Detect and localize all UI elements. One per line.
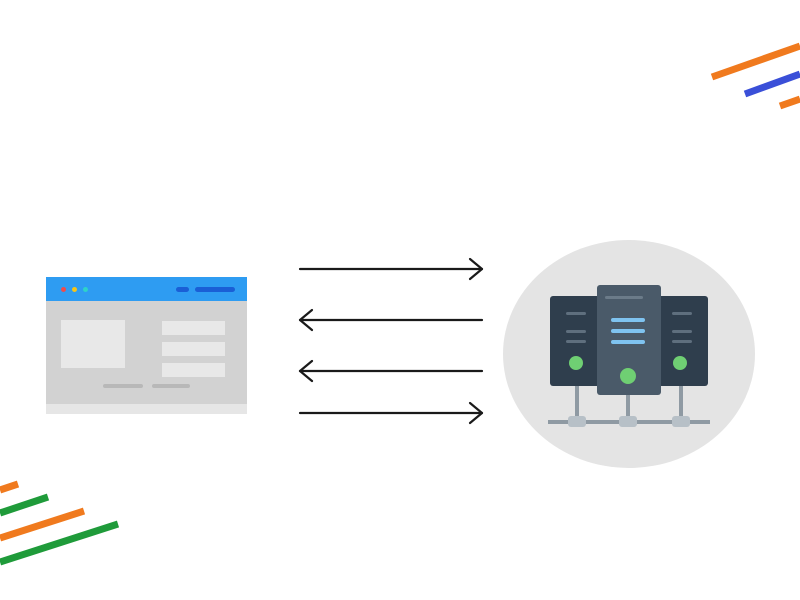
content-image-placeholder [61,320,125,368]
content-field-1 [162,321,225,335]
content-field-3 [162,363,225,377]
stripe-green-bottom [0,493,50,517]
stripe-orange-bottom [0,480,20,494]
window-close-dot [61,287,66,292]
title-bar-pill-long [195,287,235,292]
browser-footer [46,404,247,414]
arrow-left-response [298,308,484,332]
content-footer-line-2 [152,384,190,388]
top-right-stripes [710,42,800,110]
server-unit-center [597,285,661,395]
content-footer-line-1 [103,384,143,388]
stripe-orange-top-2 [778,95,800,110]
content-field-2 [162,342,225,356]
stripe-orange-bottom-2 [0,507,86,542]
stripe-blue-top [743,70,800,98]
arrow-right-request-2 [298,401,484,425]
server-unit-left [550,296,602,386]
server-network-lines [548,386,710,427]
title-bar-pill-short [176,287,189,292]
stripe-orange-top [710,42,800,81]
arrow-right-request [298,257,484,281]
server-unit-right [656,296,708,386]
bottom-left-stripes [0,480,120,566]
window-minimize-dot [72,287,77,292]
stripe-green-bottom-2 [0,520,120,566]
window-maximize-dot [83,287,88,292]
arrow-left-response-2 [298,359,484,383]
